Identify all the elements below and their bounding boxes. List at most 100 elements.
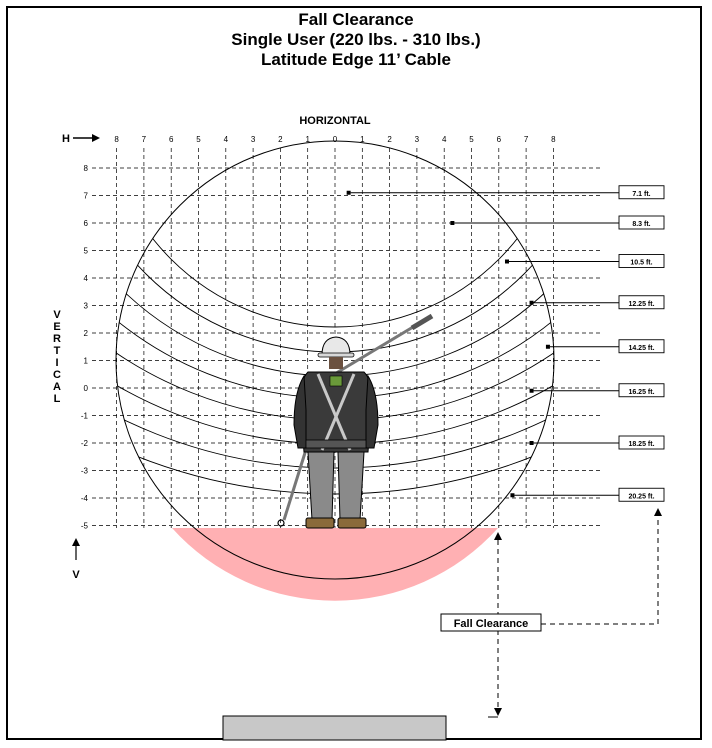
clearance-value: 8.3 ft. xyxy=(632,221,650,228)
clearance-box xyxy=(618,185,665,200)
y-tick-label: 4 xyxy=(84,274,89,283)
x-tick-label: 4 xyxy=(224,135,229,144)
clearance-box xyxy=(618,435,665,450)
clearance-value: 20.25 ft. xyxy=(628,493,654,500)
x-tick-label: 0 xyxy=(333,135,338,144)
clearance-marker xyxy=(529,300,534,305)
v-marker-letter: V xyxy=(72,569,80,581)
vertical-label-char: C xyxy=(53,369,61,381)
h-arrow-head xyxy=(92,134,100,142)
hard-hat xyxy=(321,336,351,356)
vertical-label-char: E xyxy=(53,321,60,333)
swing-envelope-circle xyxy=(115,140,555,580)
y-tick-label: 3 xyxy=(84,302,89,311)
title-block: Fall Clearance Single User (220 lbs. - 3… xyxy=(8,10,704,70)
y-tick-label: 7 xyxy=(84,192,89,201)
right-arm xyxy=(365,374,379,449)
x-tick-label: 7 xyxy=(142,135,147,144)
title-line-3: Latitude Edge 11’ Cable xyxy=(261,50,451,69)
clearance-box xyxy=(618,254,665,268)
clearance-box xyxy=(618,487,665,502)
x-tick-label: 3 xyxy=(415,135,420,144)
clearance-labels: 7.1 ft.8.3 ft.10.5 ft.12.25 ft.14.25 ft.… xyxy=(346,185,665,502)
y-tick-label: -4 xyxy=(81,494,89,503)
x-tick-label: 8 xyxy=(114,135,119,144)
x-tick-label: 2 xyxy=(387,135,392,144)
h-marker-letter: H xyxy=(62,133,70,145)
clearance-marker xyxy=(504,259,509,264)
clearance-box xyxy=(618,295,665,310)
right-leg xyxy=(337,451,365,521)
y-tick-label: -1 xyxy=(81,412,89,421)
harness-strap-left xyxy=(316,373,352,451)
swing-arc xyxy=(116,141,554,469)
y-tick-label: 8 xyxy=(84,164,89,173)
x-tick-label: 8 xyxy=(551,135,556,144)
harness-strap-right xyxy=(320,373,356,451)
lower-level-obstruction xyxy=(222,715,447,741)
h-marker: H xyxy=(62,133,100,145)
clearance-value: 10.5 ft. xyxy=(630,260,652,267)
fall-clearance-box xyxy=(440,613,542,632)
horizontal-axis-label: HORIZONTAL xyxy=(299,115,371,127)
y-tick-label: -5 xyxy=(81,522,89,531)
lanyard-snap-hook xyxy=(277,519,285,527)
x-tick-label: 1 xyxy=(360,135,365,144)
clearance-marker xyxy=(545,344,550,349)
clearance-box xyxy=(618,215,665,230)
y-tick-label: -3 xyxy=(81,467,89,476)
lanyard-cable xyxy=(327,316,429,380)
right-boot xyxy=(337,517,367,529)
clearance-value: 7.1 ft. xyxy=(632,191,650,198)
swing-arc xyxy=(116,141,554,421)
fall-clearance-zone xyxy=(172,528,498,601)
vertical-label-char: I xyxy=(55,357,58,369)
y-tick-label: 2 xyxy=(84,329,89,338)
lanyard-tail xyxy=(282,439,311,521)
clearance-value: 14.25 ft. xyxy=(628,345,654,352)
lanyard-connector xyxy=(410,313,434,331)
clearance-box xyxy=(618,339,665,354)
x-tick-label: 6 xyxy=(169,135,174,144)
vertical-label-char: L xyxy=(54,393,61,405)
hat-brim xyxy=(317,352,355,358)
title-line-1: Fall Clearance xyxy=(298,10,414,29)
y-tick-label: 0 xyxy=(84,384,89,393)
y-tick-label: 5 xyxy=(84,247,89,256)
left-leg xyxy=(307,451,335,521)
y-tick-label: 1 xyxy=(84,357,89,366)
x-tick-label: 5 xyxy=(196,135,201,144)
y-tick-label: 6 xyxy=(84,219,89,228)
clearance-marker xyxy=(529,441,534,445)
left-arm xyxy=(293,374,307,449)
callout-arrow-down xyxy=(494,708,502,716)
clearance-value: 16.25 ft. xyxy=(628,389,654,396)
v-arrow-head xyxy=(72,538,80,546)
v-marker: V xyxy=(72,538,80,581)
clearance-marker xyxy=(450,221,455,225)
callout-arrow-up-right xyxy=(654,508,662,516)
y-tick-label: -2 xyxy=(81,439,89,448)
callout-arrow-up-left xyxy=(494,532,502,540)
harness-belt xyxy=(305,439,367,449)
y-tick-labels: 8 7 6 5 4 3 2 1 0 -1 -2 -3 -4 -5 xyxy=(81,164,89,531)
d-ring-pad xyxy=(329,375,343,387)
x-tick-label: 2 xyxy=(278,135,283,144)
vertical-label-char: T xyxy=(54,345,61,357)
swing-arc xyxy=(116,141,554,495)
clearance-marker xyxy=(346,190,351,195)
x-tick-label: 7 xyxy=(524,135,529,144)
worker-figure xyxy=(277,313,434,529)
vertical-label-char: A xyxy=(53,381,61,393)
clearance-box xyxy=(618,383,665,398)
clearance-value: 18.25 ft. xyxy=(628,441,654,448)
title-line-2: Single User (220 lbs. - 310 lbs.) xyxy=(231,30,481,49)
x-tick-label: 3 xyxy=(251,135,256,144)
swing-arc xyxy=(116,141,554,328)
neck xyxy=(329,357,343,369)
x-tick-label: 6 xyxy=(497,135,502,144)
x-tick-label: 1 xyxy=(305,135,310,144)
x-tick-label: 4 xyxy=(442,135,447,144)
